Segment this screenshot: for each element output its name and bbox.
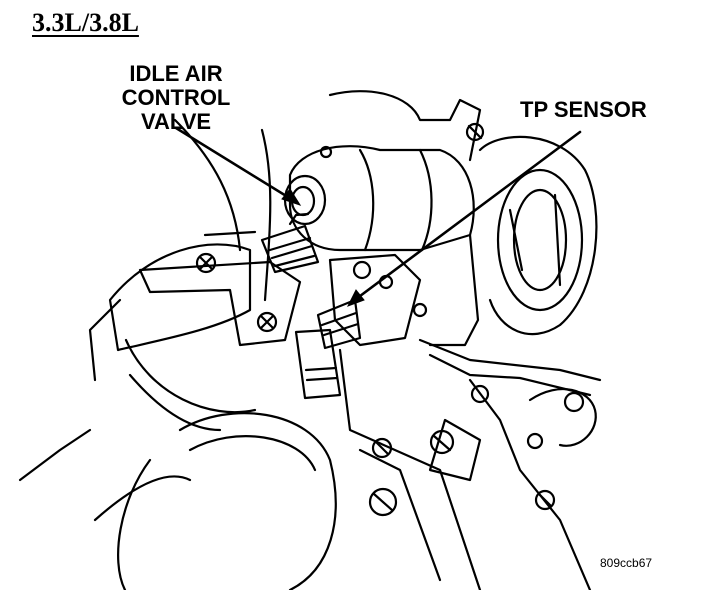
tp-sensor-label: TP SENSOR [520, 97, 647, 122]
idle-label-line-3: VALVE [140, 109, 212, 134]
idle-air-control-valve-label: IDLE AIR CONTROL VALVE [96, 62, 256, 134]
idle-arrow-tip [281, 188, 302, 206]
iac-connector [260, 212, 320, 274]
leader-lines [174, 126, 582, 304]
tp-leader-line [350, 130, 582, 304]
lower-engine [18, 338, 602, 590]
tp-arrow-tip [346, 289, 365, 307]
engine-heading: 3.3L/3.8L [32, 8, 139, 37]
mounting-bolts [195, 122, 585, 517]
idle-leader-line [174, 126, 298, 204]
figure-id: 809ccb67 [600, 556, 653, 570]
throttle-body [283, 90, 598, 347]
intake-manifold [88, 118, 302, 432]
idle-label-line-1: IDLE AIR [129, 61, 223, 86]
idle-label-line-2: CONTROL [121, 85, 231, 110]
tp-sensor [294, 253, 428, 400]
